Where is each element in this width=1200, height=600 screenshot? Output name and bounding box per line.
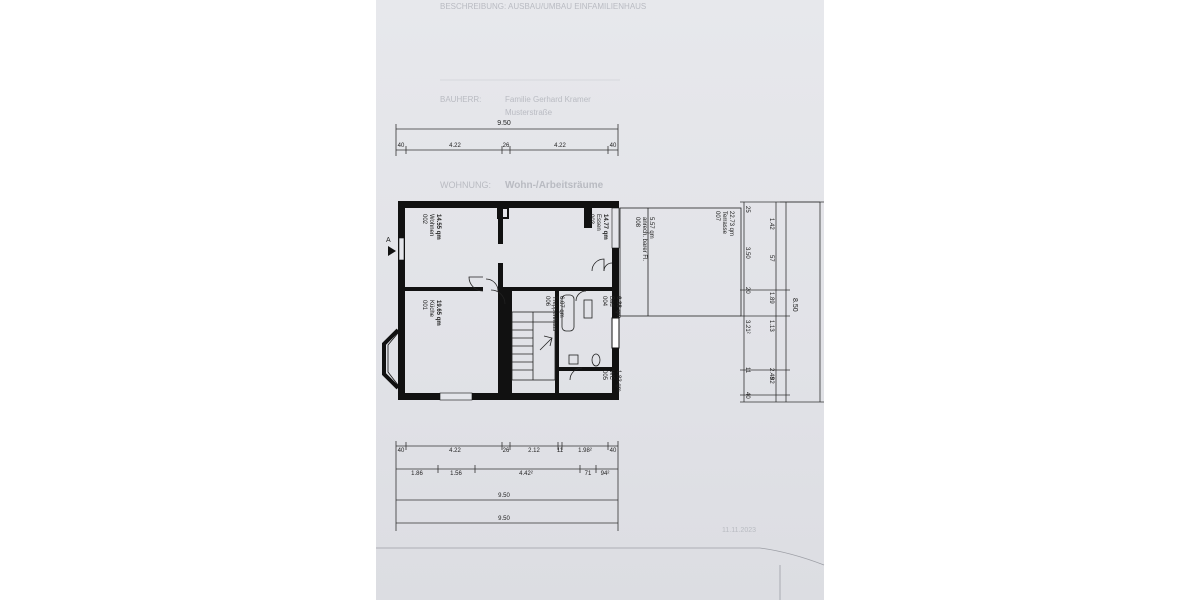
right-seg-12: 40 <box>744 392 750 399</box>
bottom1-seg-2: 4.22 <box>449 448 461 454</box>
bottom1-seg-3: 26 <box>503 448 510 454</box>
right-total-label: 8.50 <box>791 298 798 312</box>
svg-text:19.65 qm: 19.65 qm <box>435 300 441 326</box>
bottom1-seg-7: 40 <box>610 448 617 454</box>
svg-text:14.55 qm: 14.55 qm <box>435 214 441 240</box>
top-seg-4: 4.22 <box>554 143 566 149</box>
bottom-total-1: 9.50 <box>498 493 510 499</box>
bottom2-seg-1: 1.86 <box>411 471 423 477</box>
room-label-bad: 004 Bad 6.38 qm <box>601 296 621 318</box>
building-walls <box>382 201 620 401</box>
bottom1-seg-1: 40 <box>398 448 405 454</box>
header-plan-label: WOHNUNG: <box>440 180 491 190</box>
svg-text:14.77 qm: 14.77 qm <box>602 214 608 240</box>
svg-text:002: 002 <box>421 214 427 225</box>
svg-text:Küche: Küche <box>428 300 434 318</box>
section-marker-a: A <box>386 237 396 256</box>
header-project-line: BESCHREIBUNG: AUSBAU/UMBAU EINFAMILIENHA… <box>440 2 646 11</box>
right-seg-9: 2.48 <box>768 368 774 380</box>
terrace-outline <box>619 207 742 317</box>
svg-text:5.57 qm: 5.57 qm <box>648 217 654 239</box>
top-dimension-chain: 9.50 40 4.22 26 4.22 40 <box>395 120 619 156</box>
svg-text:Wohnen: Wohnen <box>428 214 434 236</box>
section-marker-label: A <box>386 237 391 244</box>
svg-text:WC: WC <box>608 370 614 381</box>
svg-text:1.83 qm: 1.83 qm <box>615 370 621 392</box>
room-label-kueche: 001 Küche 19.65 qm <box>421 300 441 326</box>
svg-text:Essen: Essen <box>595 214 601 231</box>
svg-text:6.38 qm: 6.38 qm <box>615 296 621 318</box>
svg-text:Terrasse: Terrasse <box>721 211 727 235</box>
bottom2-seg-3: 4.42² <box>519 471 533 477</box>
room-label-wc: 005 WC 1.83 qm <box>601 370 621 392</box>
svg-text:001: 001 <box>421 300 427 311</box>
right-seg-1: 25 <box>744 206 750 213</box>
bottom2-seg-2: 1.56 <box>450 471 462 477</box>
room-label-treppenhaus: 006 Treppenhaus 6.07 qm <box>544 296 564 331</box>
right-seg-4: 57 <box>768 255 774 262</box>
header-plan-value: Wohn-/Arbeitsräume <box>505 180 604 191</box>
top-seg-1: 40 <box>398 143 405 149</box>
top-seg-5: 40 <box>610 143 617 149</box>
right-seg-6: 1.89 <box>768 292 774 304</box>
svg-text:Treppenhaus: Treppenhaus <box>551 296 557 331</box>
top-seg-2: 4.22 <box>449 143 461 149</box>
svg-text:22.73 qm: 22.73 qm <box>728 211 734 236</box>
door-swings <box>468 258 613 381</box>
room-label-terrasse: 007 Terrasse 22.73 qm <box>714 211 734 236</box>
svg-text:003: 003 <box>588 214 594 225</box>
right-seg-7: 1.13 <box>768 320 774 332</box>
bottom2-seg-4: 71 <box>585 471 592 477</box>
staircase <box>511 311 556 381</box>
room-label-essen: 003 Essen 14.77 qm <box>588 214 608 240</box>
right-seg-3: 3.50 <box>744 247 750 259</box>
bathroom-fixtures <box>561 294 601 367</box>
right-dimension-chain: 25 1.42 3.50 57 20 1.89 1.13 3.21² 2.48 … <box>740 201 824 403</box>
title-block-curve <box>759 547 825 566</box>
footer-date: 11.11.2023 <box>722 527 756 534</box>
bottom1-seg-4: 2.12 <box>528 448 540 454</box>
right-seg-10: 11 <box>744 367 750 374</box>
room-label-anrech: 008 anrech. barer Fl. 5.57 qm <box>634 217 654 261</box>
room-label-wohnen: 002 Wohnen 14.55 qm <box>421 214 441 240</box>
top-seg-3: 26 <box>503 143 510 149</box>
svg-text:006: 006 <box>544 296 550 307</box>
top-total-label: 9.50 <box>497 120 511 127</box>
right-seg-11: 92 <box>768 377 774 384</box>
header-bauherr-value: Familie Gerhard Kramer <box>505 95 591 104</box>
bottom1-seg-6: 1.98² <box>578 448 592 454</box>
right-seg-2: 1.42 <box>768 218 774 230</box>
header-bauherr-value2: Musterstraße <box>505 108 553 117</box>
svg-text:004: 004 <box>601 296 607 307</box>
right-seg-5: 20 <box>744 287 750 294</box>
room-labels: 002 Wohnen 14.55 qm 003 Essen 14.77 qm 0… <box>421 211 734 392</box>
svg-text:007: 007 <box>714 211 720 222</box>
bottom-dimension-chain: 40 4.22 26 2.12 11 1.98² 40 1.86 1.56 4.… <box>395 441 619 531</box>
svg-text:008: 008 <box>634 217 640 228</box>
right-seg-8: 3.21² <box>744 320 750 334</box>
bottom-total-2: 9.50 <box>498 516 510 522</box>
svg-text:Bad: Bad <box>608 296 614 307</box>
svg-text:anrech. barer Fl.: anrech. barer Fl. <box>641 217 647 261</box>
svg-text:6.07 qm: 6.07 qm <box>558 296 564 318</box>
svg-text:005: 005 <box>601 370 607 381</box>
header-bauherr-label: BAUHERR: <box>440 95 481 104</box>
bottom1-seg-5: 11 <box>557 448 564 454</box>
bottom2-seg-5: 94² <box>601 471 610 477</box>
